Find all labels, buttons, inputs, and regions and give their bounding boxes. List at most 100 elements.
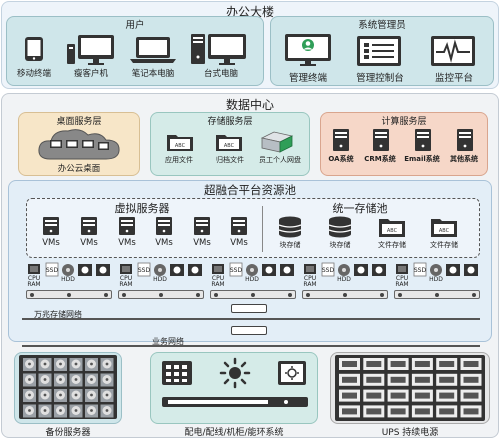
switch-device <box>231 326 267 335</box>
node-part-label: CPU <box>27 275 41 282</box>
power-distribution-icon <box>162 357 308 407</box>
vm-icon <box>231 217 247 235</box>
node-part-label: HDD <box>153 276 167 283</box>
admin-item-label: 监控平台 <box>434 73 473 84</box>
node-part-label: SSD <box>45 267 59 274</box>
management-terminal-icon <box>285 34 331 66</box>
svg-text:ABC: ABC <box>224 143 235 149</box>
node-chassis <box>302 290 388 299</box>
compute-server-icon <box>415 129 431 151</box>
vm-label: VMs <box>118 238 136 248</box>
admin-title: 系统管理员 <box>358 20 406 31</box>
archive-file-icon: ABC <box>216 135 242 151</box>
compute-item-label: 其他系统 <box>450 155 478 163</box>
storage-pool-label: 文件存储 <box>378 241 406 249</box>
server-node-icon <box>28 262 110 277</box>
node-part-label: SSD <box>321 267 335 274</box>
monitoring-platform-icon <box>431 36 475 66</box>
file-tag: ABC <box>439 228 450 234</box>
node-part-label: CPU <box>395 275 409 282</box>
node-part-label: CPU <box>119 275 133 282</box>
compute-item-label: OA系统 <box>328 155 354 163</box>
node-part-label: SSD <box>137 267 151 274</box>
compute-item-label: Email系统 <box>404 155 440 163</box>
storage-item-label: 归档文件 <box>216 156 244 164</box>
vm-label: VMs <box>42 238 60 248</box>
management-console-icon <box>357 36 401 66</box>
user-item-label: 台式电脑 <box>203 69 238 79</box>
desktop-layer-title: 桌面服务层 <box>56 117 102 127</box>
storage-network-line <box>22 318 480 320</box>
users-title: 用户 <box>125 20 145 31</box>
backup-server-label: 备份服务器 <box>45 428 91 438</box>
ups-label: UPS 持续电源 <box>381 428 439 438</box>
laptop-icon <box>130 37 176 63</box>
switch-device <box>231 304 267 313</box>
office-building-title: 办公大楼 <box>225 5 274 19</box>
vm-label: VMs <box>193 238 211 248</box>
ups-icon <box>335 355 485 421</box>
vm-icon <box>156 217 172 235</box>
pool-divider <box>262 206 263 252</box>
storage-network-label: 万兆存储网络 <box>34 310 82 319</box>
unified-storage-title: 统一存储池 <box>332 202 388 215</box>
server-node-icon <box>212 262 294 277</box>
node-chassis <box>118 290 204 299</box>
node-part-label: RAM <box>27 281 41 288</box>
file-tag: ABC <box>387 228 398 234</box>
backup-server-icon <box>19 355 117 419</box>
application-file-icon: ABC <box>167 135 193 151</box>
block-storage-icon <box>328 216 352 238</box>
cloud-desktop-icon <box>38 129 120 160</box>
node-part-label: CPU <box>211 275 225 282</box>
vm-icon <box>119 217 135 235</box>
node-chassis <box>210 290 296 299</box>
business-network-line <box>22 345 480 347</box>
node-chassis <box>394 290 480 299</box>
vm-icon <box>194 217 210 235</box>
storage-item-label: 应用文件 <box>165 156 193 164</box>
storage-layer-title: 存储服务层 <box>207 117 253 127</box>
node-part-label: SSD <box>229 267 243 274</box>
vm-icon <box>81 217 97 235</box>
node-chassis <box>26 290 112 299</box>
compute-server-icon <box>333 129 349 151</box>
node-part-label: RAM <box>303 281 317 288</box>
vm-label: VMs <box>80 238 98 248</box>
svg-text:ABC: ABC <box>175 143 186 149</box>
compute-layer-title: 计算服务层 <box>381 117 427 127</box>
vm-icon <box>43 217 59 235</box>
virtual-server-title: 虚拟服务器 <box>114 202 170 215</box>
user-item-label: 移动终端 <box>16 69 51 79</box>
node-part-label: RAM <box>119 281 133 288</box>
user-item-label: 笔记本电脑 <box>131 69 175 79</box>
block-storage-icon <box>278 216 302 238</box>
vm-label: VMs <box>155 238 173 248</box>
node-part-label: SSD <box>413 267 427 274</box>
desktop-pc-icon <box>191 34 246 65</box>
server-node-icon <box>304 262 386 277</box>
node-part-label: CPU <box>303 275 317 282</box>
storage-item-label: 员工个人网盘 <box>259 156 301 164</box>
admin-item-label: 管理控制台 <box>356 73 404 84</box>
storage-pool-label: 块存储 <box>279 241 301 249</box>
compute-item-label: CRM系统 <box>364 155 396 163</box>
resource-pool-title: 超融合平台资源池 <box>204 183 296 197</box>
business-network-label: 业务网络 <box>152 337 184 346</box>
storage-pool-label: 文件存储 <box>430 241 458 249</box>
server-node-icon <box>396 262 478 277</box>
thin-client-icon <box>67 35 114 65</box>
node-part-label: RAM <box>395 281 409 288</box>
datacenter-title: 数据中心 <box>225 98 274 112</box>
user-item-label: 瘦客户机 <box>73 69 108 79</box>
compute-server-icon <box>457 129 473 151</box>
mobile-terminal-icon <box>25 37 43 61</box>
node-part-label: HDD <box>61 276 75 283</box>
power-distribution-label: 配电/配线/机柜/能环系统 <box>184 428 284 438</box>
node-part-label: HDD <box>245 276 259 283</box>
cloud-desktop-label: 办公云桌面 <box>57 164 101 174</box>
